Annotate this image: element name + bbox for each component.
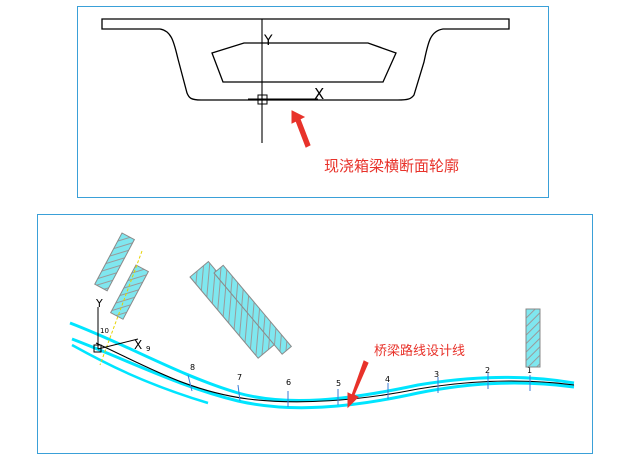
station-label: 3 [434, 370, 439, 379]
section-block-center-2 [213, 264, 293, 355]
station-label: 8 [190, 363, 195, 372]
route-plan-drawing: 8 7 6 5 4 3 2 1 Y X 10 9 [69, 232, 575, 410]
station-label: 4 [385, 375, 390, 384]
cross-section-annotation: 现浇箱梁横断面轮廓 [324, 157, 459, 175]
ucs-x-axis [97, 338, 139, 350]
ucs-mark-9: 9 [146, 345, 150, 353]
station-label: 1 [527, 366, 532, 375]
y-axis-label: Y [263, 33, 273, 49]
station-label: 5 [336, 379, 341, 388]
ucs-x-label: X [134, 338, 142, 352]
x-axis-label: X [314, 85, 324, 103]
route-annotation: 桥梁路线设计线 [374, 343, 465, 359]
section-block-left-lower [109, 264, 150, 320]
red-arrow-icon [347, 360, 369, 409]
route-design-centerline [95, 342, 575, 403]
guide-line-yellow [99, 250, 143, 366]
road-band-left-spur [71, 343, 209, 405]
ucs-y-label: Y [95, 297, 103, 310]
red-arrow-icon [291, 110, 311, 148]
ucs-origin-box [93, 344, 102, 353]
road-band-outer [69, 321, 575, 403]
section-block-left [94, 232, 136, 292]
station-ticks [187, 373, 531, 407]
section-block-center [189, 260, 278, 359]
box-girder-inner-cell [211, 42, 397, 83]
station-label: 7 [237, 373, 242, 382]
station-label: 6 [286, 378, 291, 387]
ucs-mark-10: 10 [100, 327, 109, 335]
ucs-origin-box [257, 94, 268, 105]
route-plan-panel: 8 7 6 5 4 3 2 1 Y X 10 9 [37, 214, 593, 454]
section-block-right [525, 308, 541, 368]
road-band-inner [71, 337, 575, 410]
cross-section-drawing: Y X 现浇箱梁横断面轮廓 [101, 18, 510, 175]
cross-section-panel: Y X 现浇箱梁横断面轮廓 [77, 6, 549, 198]
station-label: 2 [485, 366, 490, 375]
box-girder-outer-contour [101, 18, 510, 101]
